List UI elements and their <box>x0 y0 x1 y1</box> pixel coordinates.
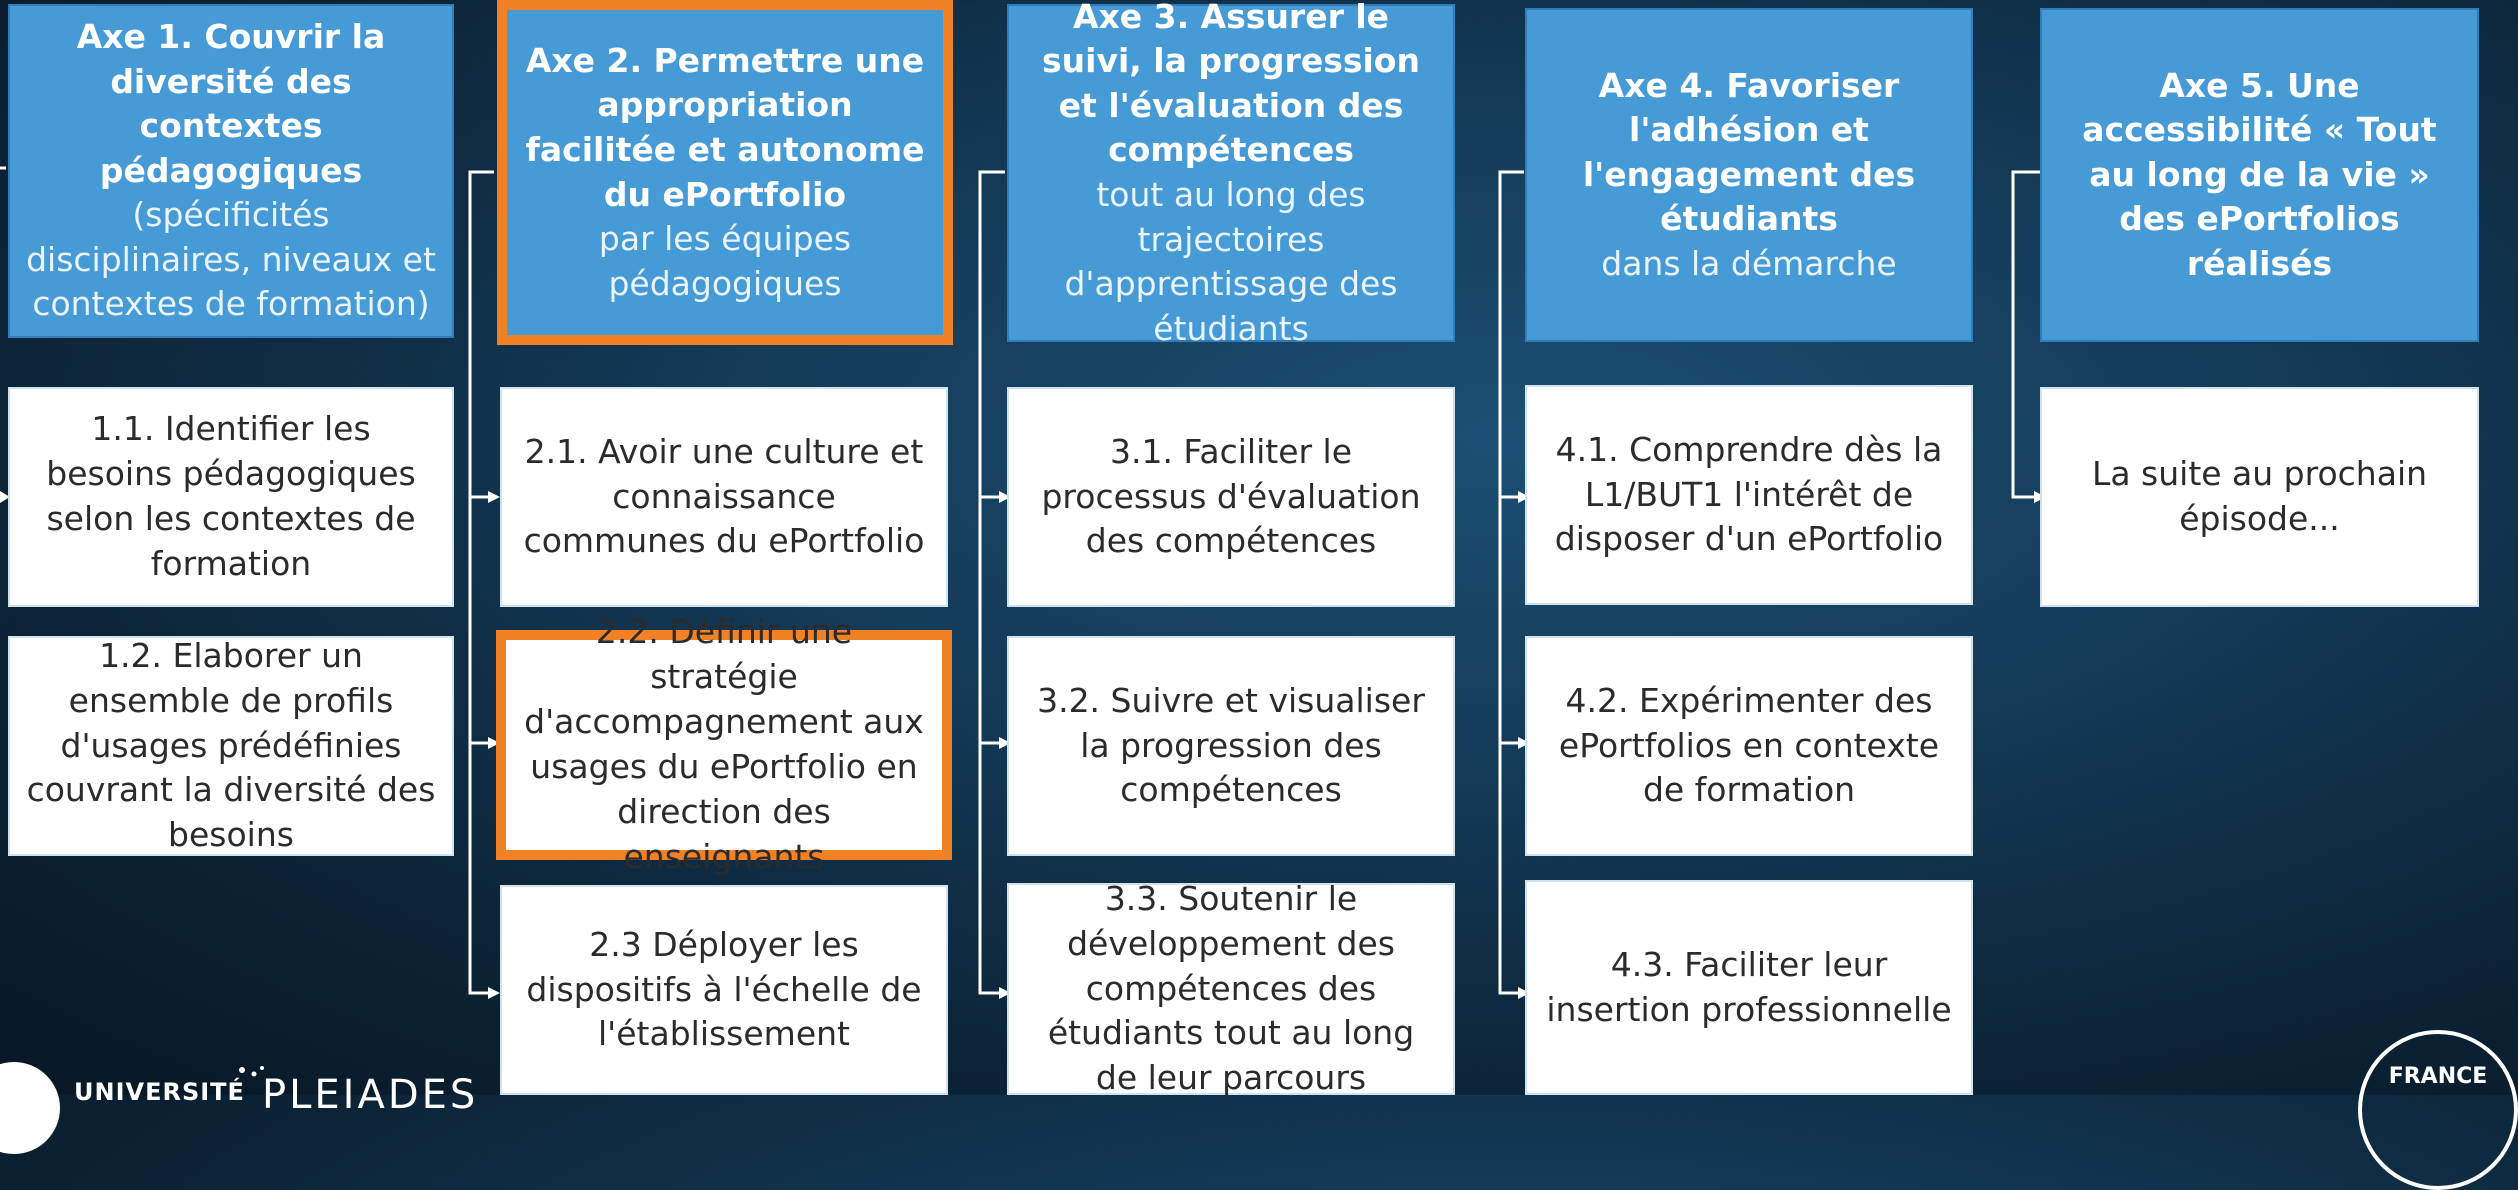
item-1-1: 1.1. Identifier les besoins pédagogiques… <box>8 387 454 607</box>
axe-2-subtitle: par les équipes pédagogiques <box>598 219 852 303</box>
item-3-2: 3.2. Suivre et visualiser la progression… <box>1007 636 1455 856</box>
pleiades-logo-text: PLEIADES <box>262 1072 479 1118</box>
france-badge-text: FRANCE <box>2388 1064 2488 1089</box>
item-3-1: 3.1. Faciliter le processus d'évaluation… <box>1007 387 1455 607</box>
axe-4-header: Axe 4. Favoriser l'adhésion et l'engagem… <box>1525 8 1973 342</box>
universite-logo-text: UNIVERSITÉ <box>74 1078 245 1106</box>
connector-lines <box>0 0 2479 1095</box>
item-3-3: 3.3. Soutenir le développement des compé… <box>1007 879 1455 1097</box>
axe-4-title: Axe 4. Favoriser l'adhésion et l'engagem… <box>1582 65 1916 239</box>
axe-1-header: Axe 1. Couvrir la diversité des contexte… <box>8 4 454 338</box>
item-2-1: 2.1. Avoir une culture et connaissance c… <box>500 387 948 607</box>
axe-5-header: Axe 5. Une accessibilité « Tout au long … <box>2040 8 2479 342</box>
axe-2-title: Axe 2. Permettre une appropriation facil… <box>525 40 925 214</box>
axe-1-subtitle: (spécificités disciplinaires, niveaux et… <box>26 195 436 324</box>
axe-3-title: Axe 3. Assurer le suivi, la progression … <box>1042 0 1420 170</box>
item-4-2: 4.2. Expérimenter des ePortfolios en con… <box>1525 636 1973 856</box>
axe-3-header: Axe 3. Assurer le suivi, la progression … <box>1007 0 1455 348</box>
item-2-3: 2.3 Déployer les dispositifs à l'échelle… <box>500 885 948 1095</box>
item-2-2: 2.2. Définir une stratégie d'accompagnem… <box>496 612 952 876</box>
axe-1-title: Axe 1. Couvrir la diversité des contexte… <box>76 17 386 190</box>
item-1-2: 1.2. Elaborer un ensemble de profils d'u… <box>8 636 454 856</box>
axe-3-subtitle: tout au long des trajectoires d'apprenti… <box>1064 175 1398 348</box>
item-4-1: 4.1. Comprendre dès la L1/BUT1 l'intérêt… <box>1525 385 1973 605</box>
pleiades-stars-icon <box>239 1066 264 1077</box>
axe-5-title: Axe 5. Une accessibilité « Tout au long … <box>2082 65 2437 283</box>
item-4-3: 4.3. Faciliter leur insertion profession… <box>1525 880 1973 1095</box>
axe-2-header: Axe 2. Permettre une appropriation facil… <box>497 0 953 345</box>
france-2030-badge-icon: FRANCE <box>2358 1030 2518 1190</box>
axe-4-subtitle: dans la démarche <box>1601 243 1897 283</box>
item-5-1: La suite au prochain épisode... <box>2040 387 2479 607</box>
